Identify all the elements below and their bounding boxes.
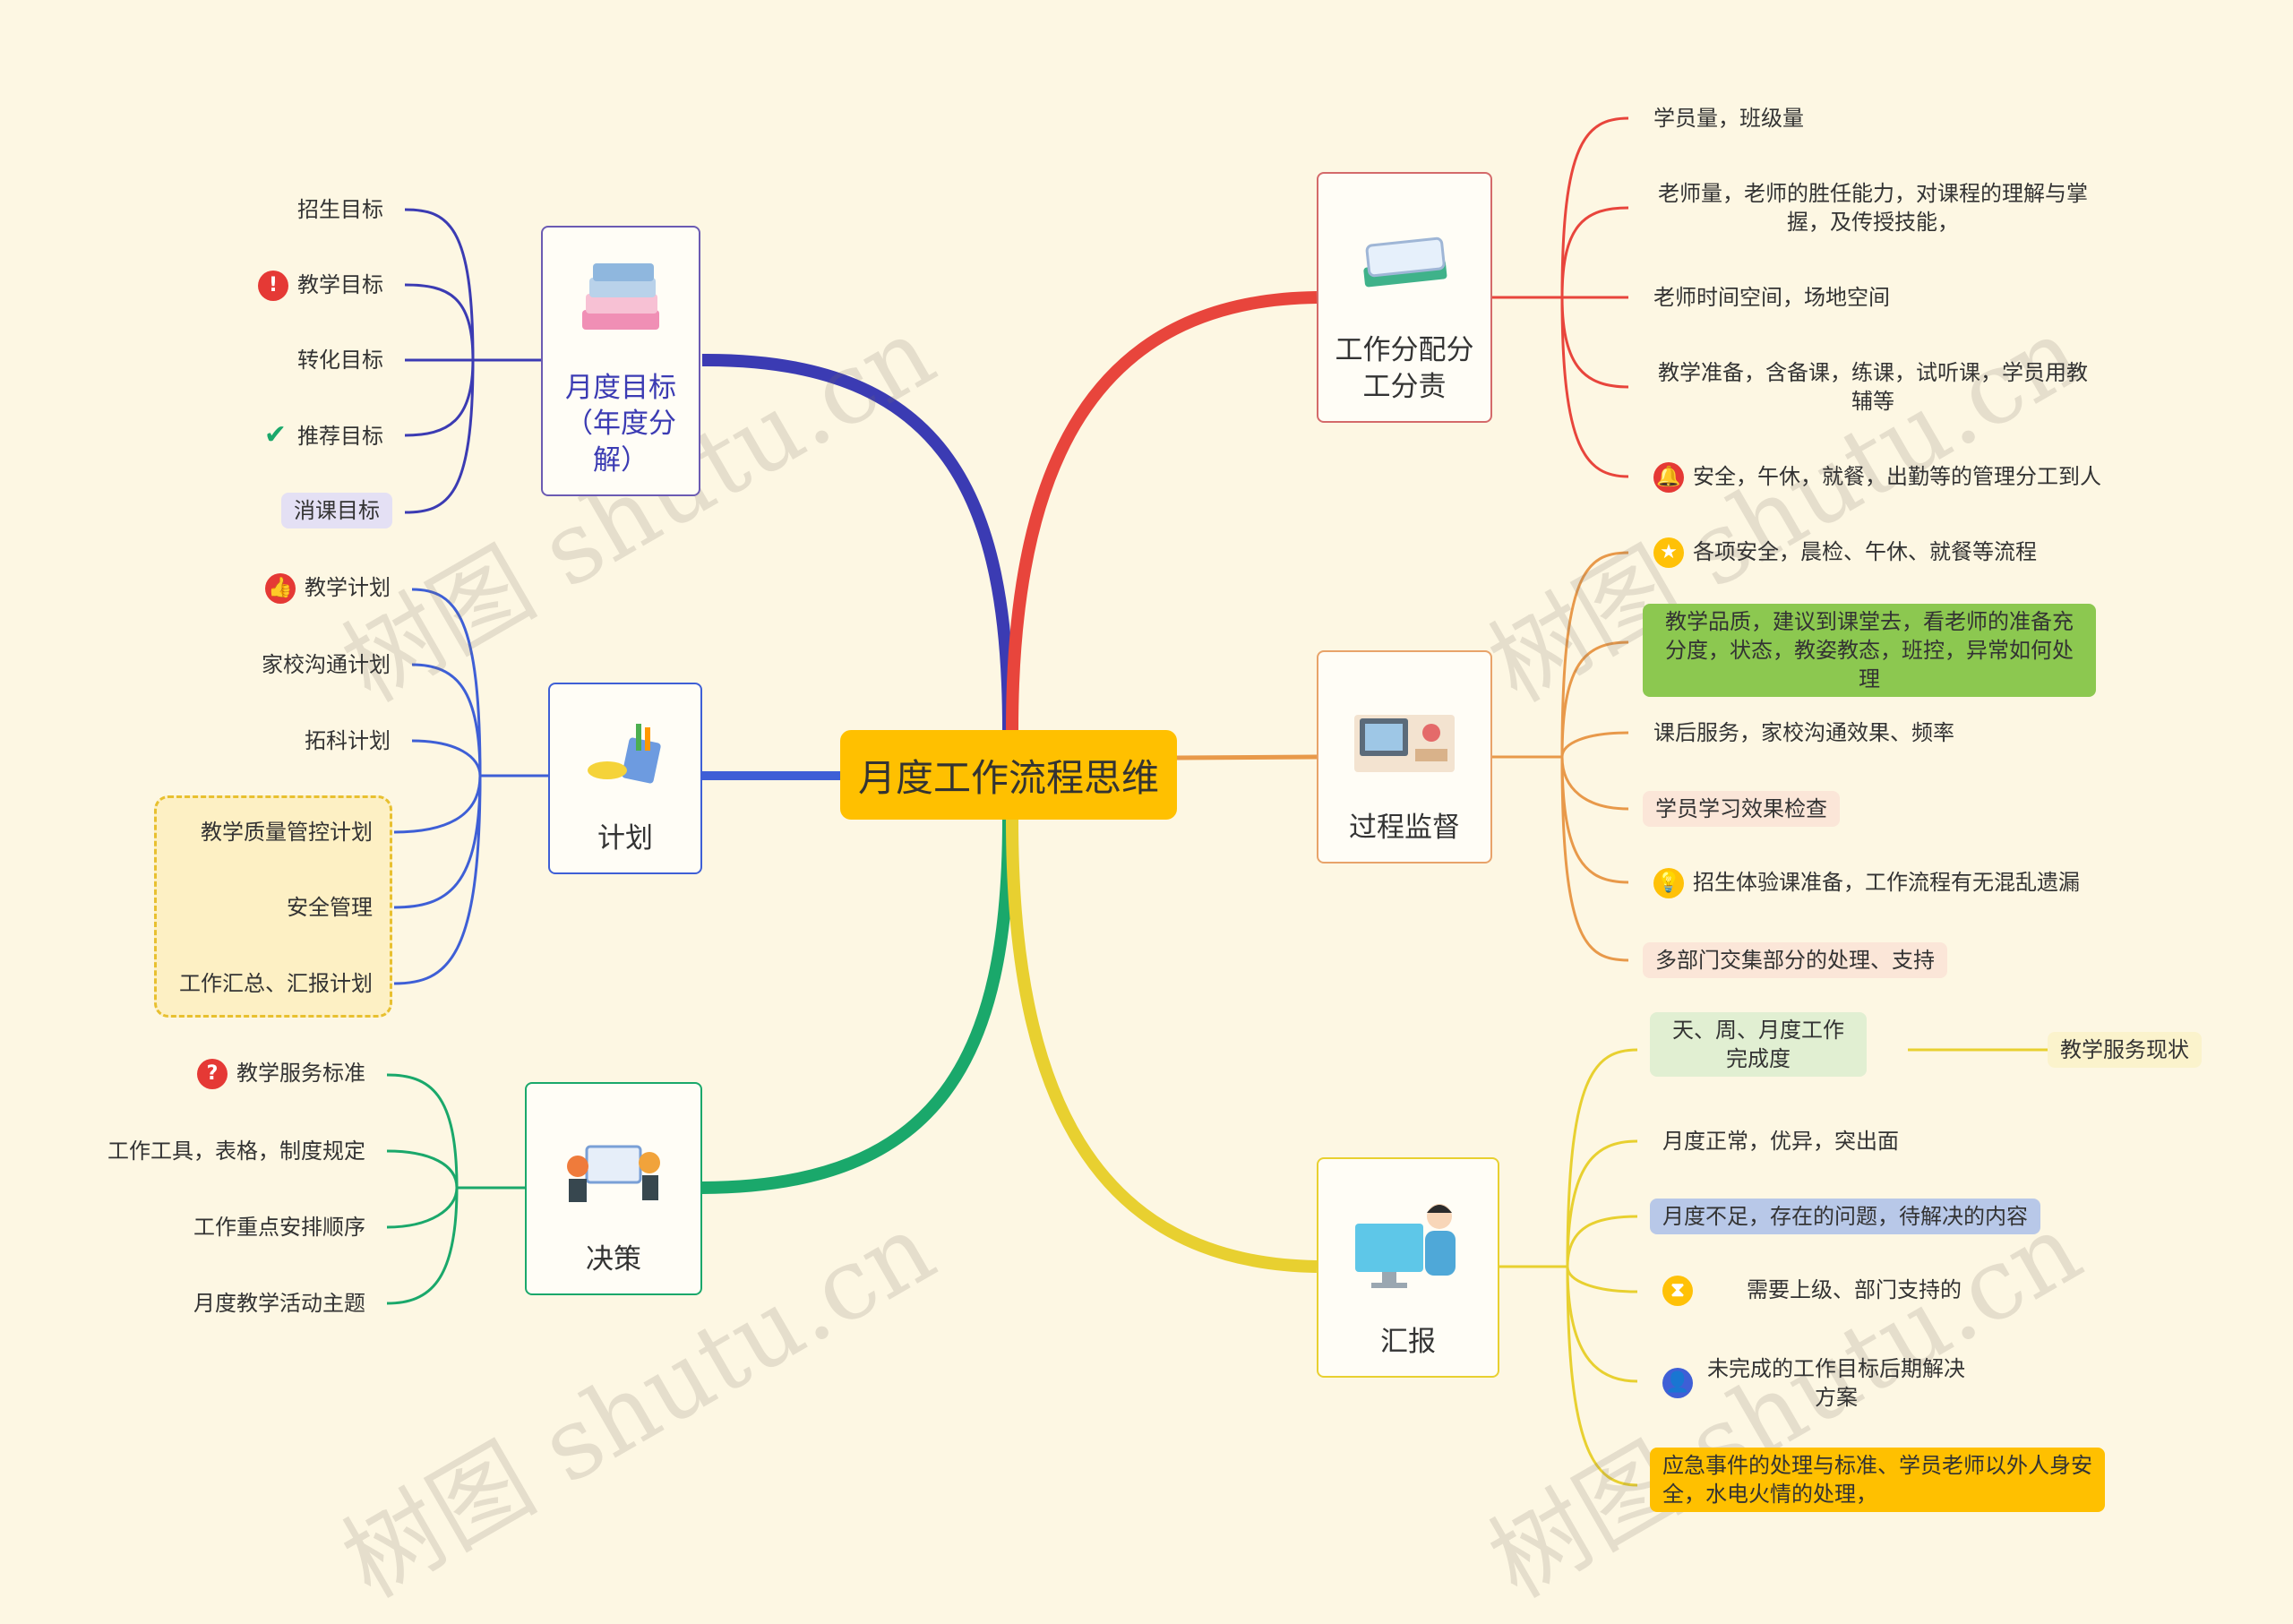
leaf-decision[interactable]: 工作重点安排顺序 xyxy=(193,1215,365,1240)
branch-title: 月度目标（年度分解） xyxy=(565,372,676,477)
branch-title: 汇报 xyxy=(1380,1325,1436,1358)
leaf-monitor[interactable]: 💡招生体验课准备，工作流程有无混乱遗漏 xyxy=(1653,868,2080,898)
leaf-plan[interactable]: 教学质量管控计划 xyxy=(201,820,373,845)
leaf-plan[interactable]: 拓科计划 xyxy=(305,728,391,753)
exclamation-icon: ! xyxy=(258,271,288,301)
leaf-report[interactable]: 应急事件的处理与标准、学员老师以外人身安全，水电火情的处理， xyxy=(1650,1448,2105,1512)
leaf-plan[interactable]: 安全管理 xyxy=(287,895,373,920)
branch-title: 决策 xyxy=(586,1242,641,1276)
stationery-icon xyxy=(588,724,661,784)
stacked-books-icon xyxy=(582,263,659,330)
leaf-plan[interactable]: 👍教学计划 xyxy=(265,573,391,604)
leaf-plan[interactable]: 家校沟通计划 xyxy=(262,652,391,677)
plan-group-box xyxy=(154,795,392,1018)
leaf-report-sub[interactable]: 教学服务现状 xyxy=(2048,1032,2202,1068)
presenter-icon xyxy=(1355,1204,1456,1288)
workspace-icon xyxy=(1354,715,1455,772)
leaf-monitor[interactable]: 课后服务，家校沟通效果、频率 xyxy=(1653,720,1954,745)
leaf-division[interactable]: 老师时间空间，场地空间 xyxy=(1653,285,1890,310)
leaf-goal[interactable]: 消课目标 xyxy=(281,493,392,528)
leaf-report[interactable]: 月度正常，优异，突出面 xyxy=(1662,1129,1899,1154)
branch-title: 计划 xyxy=(597,821,653,855)
leaf-report[interactable]: ⧗需要上级、部门支持的 xyxy=(1662,1276,1962,1306)
user-icon: 👤 xyxy=(1662,1368,1693,1398)
leaf-plan[interactable]: 工作汇总、汇报计划 xyxy=(179,971,373,996)
leaf-report[interactable]: 月度不足，存在的问题，待解决的内容 xyxy=(1650,1199,2040,1234)
leaf-decision[interactable]: 月度教学活动主题 xyxy=(193,1291,365,1316)
bell-icon: 🔔 xyxy=(1653,462,1684,493)
branch-title: 工作分配分工分责 xyxy=(1335,334,1474,403)
question-icon: ? xyxy=(197,1059,228,1089)
team-meeting-icon xyxy=(567,1145,660,1202)
leaf-report[interactable]: 👤未完成的工作目标后期解决方案 xyxy=(1662,1354,1971,1412)
leaf-goal[interactable]: !教学目标 xyxy=(258,271,383,301)
leaf-goal[interactable]: 转化目标 xyxy=(297,348,383,373)
leaf-division[interactable]: 教学准备，含备课，练课，试听课，学员用教辅等 xyxy=(1658,360,2088,414)
notebook-icon xyxy=(1363,236,1447,288)
leaf-division[interactable]: 老师量，老师的胜任能力，对课程的理解与掌握，及传授技能， xyxy=(1658,181,2088,235)
branch-plan[interactable]: 计划 xyxy=(548,683,702,874)
branch-report[interactable]: 汇报 xyxy=(1317,1157,1499,1378)
branch-work-division[interactable]: 工作分配分工分责 xyxy=(1317,172,1492,423)
thumbs-up-icon: 👍 xyxy=(265,573,296,604)
branch-title: 过程监督 xyxy=(1349,811,1460,844)
leaf-division[interactable]: 🔔安全，午休，就餐，出勤等的管理分工到人 xyxy=(1653,462,2101,493)
star-icon: ★ xyxy=(1653,537,1684,568)
leaf-report[interactable]: 天、周、月度工作完成度 xyxy=(1650,1012,1867,1077)
leaf-monitor[interactable]: ★各项安全，晨检、午休、就餐等流程 xyxy=(1653,537,2037,568)
leaf-decision[interactable]: 工作工具，表格，制度规定 xyxy=(107,1139,365,1164)
central-topic[interactable]: 月度工作流程思维 xyxy=(840,730,1177,820)
leaf-goal[interactable]: ✔推荐目标 xyxy=(263,419,383,451)
leaf-decision[interactable]: ?教学服务标准 xyxy=(197,1059,365,1089)
leaf-monitor[interactable]: 教学品质，建议到课堂去，看老师的准备充分度，状态，教姿教态，班控，异常如何处理 xyxy=(1643,604,2096,697)
branch-process-monitoring[interactable]: 过程监督 xyxy=(1317,650,1492,864)
leaf-monitor[interactable]: 多部门交集部分的处理、支持 xyxy=(1643,942,1947,978)
leaf-division[interactable]: 学员量，班级量 xyxy=(1653,106,1804,131)
branch-decision[interactable]: 决策 xyxy=(525,1082,702,1295)
checkmark-icon: ✔ xyxy=(263,419,287,451)
leaf-monitor[interactable]: 学员学习效果检查 xyxy=(1643,791,1840,827)
lightbulb-icon: 💡 xyxy=(1653,868,1684,898)
hourglass-icon: ⧗ xyxy=(1662,1276,1693,1306)
branch-monthly-goals[interactable]: 月度目标（年度分解） xyxy=(541,226,700,496)
leaf-goal[interactable]: 招生目标 xyxy=(297,197,383,222)
